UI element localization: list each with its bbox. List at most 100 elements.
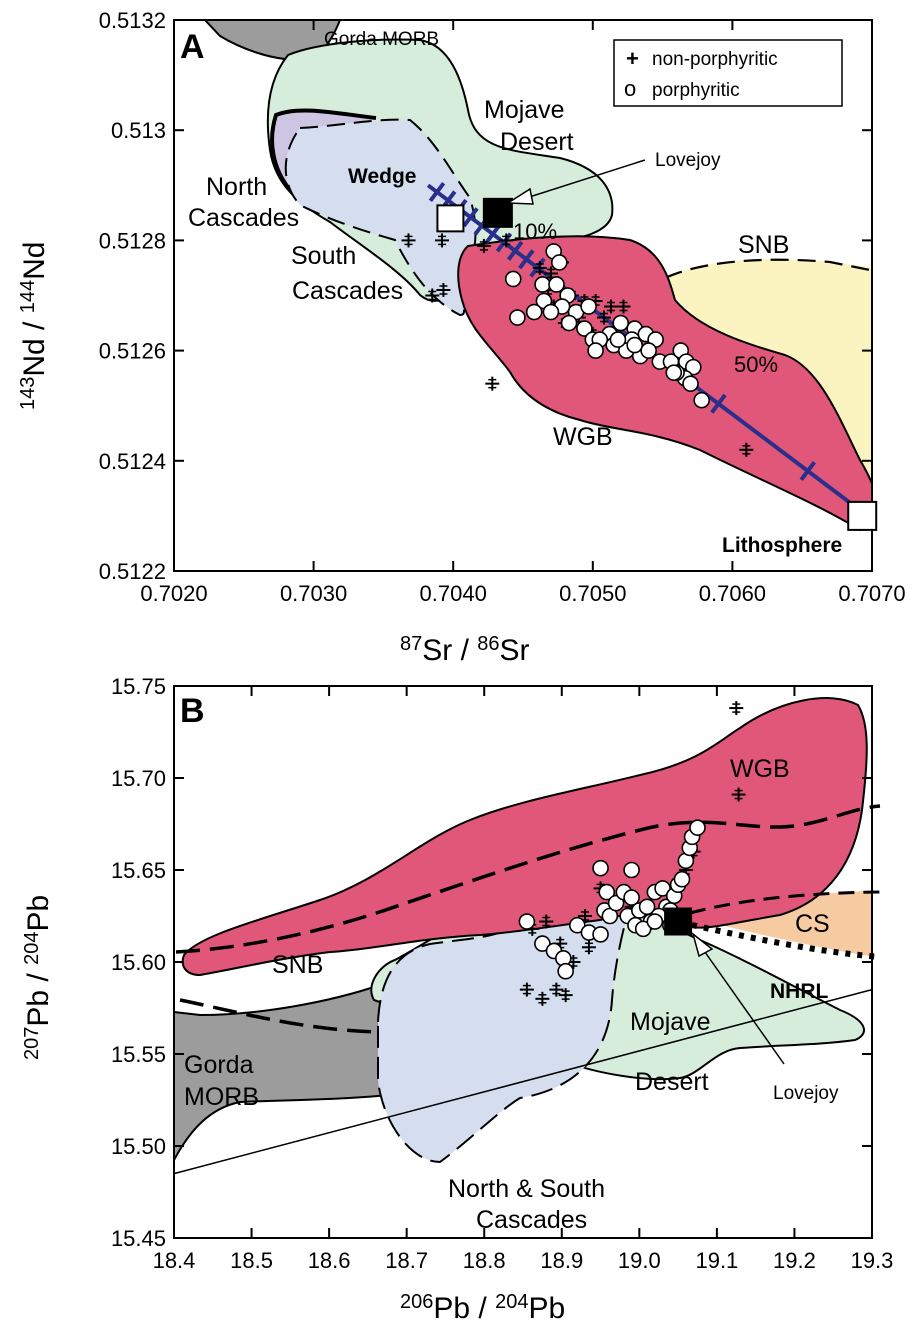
label-lovejoy: Lovejoy bbox=[773, 1083, 839, 1104]
y-tick-label: 15.65 bbox=[111, 858, 166, 883]
x-tick-label: 0.7030 bbox=[280, 581, 347, 606]
label-cs: CS bbox=[795, 910, 830, 938]
porphyritic-point bbox=[542, 303, 560, 321]
label-north: North bbox=[206, 173, 267, 201]
x-title-base1: Sr / bbox=[422, 634, 477, 667]
x-tick-label: 0.7050 bbox=[559, 581, 626, 606]
porphyritic-point bbox=[623, 861, 640, 879]
x-title-base2: Sr bbox=[500, 634, 530, 667]
x-tick-label: 0.7060 bbox=[699, 581, 766, 606]
lovejoy-arrow-head bbox=[505, 187, 534, 205]
label-10-percent: 10% bbox=[513, 219, 557, 244]
porphyritic-point bbox=[598, 883, 616, 901]
legend-box bbox=[613, 39, 843, 107]
porphyritic-point bbox=[580, 298, 597, 315]
y-title-base2: Pb bbox=[22, 895, 55, 932]
x-title-sup2: 86 bbox=[477, 633, 499, 655]
non-porphyritic-point bbox=[729, 701, 744, 716]
panel-a-regions bbox=[203, 20, 872, 532]
label-lithosphere: Lithosphere bbox=[722, 534, 842, 557]
label-north-south-cascades: Cascades bbox=[476, 1206, 587, 1234]
mixing-line-tick bbox=[518, 249, 535, 270]
non-porphyritic-point bbox=[425, 288, 440, 303]
porphyritic-point bbox=[654, 880, 671, 897]
non-porphyritic-point bbox=[581, 940, 596, 955]
non-porphyritic-point bbox=[485, 376, 500, 391]
y-tick-label: 0.513 bbox=[111, 118, 166, 143]
mixing-line-tick bbox=[710, 393, 727, 414]
cs-boundary-dotted bbox=[691, 922, 881, 960]
label-south-cascades: Cascades bbox=[292, 277, 403, 305]
x-tick-label: 19.0 bbox=[618, 1248, 661, 1273]
non-porphyritic-point bbox=[596, 310, 611, 325]
porphyritic-point bbox=[592, 859, 609, 877]
porphyritic-point bbox=[518, 913, 536, 930]
snb-boundary-lower bbox=[179, 998, 379, 1034]
non-porphyritic-point bbox=[616, 299, 631, 314]
label-mojave: Mojave bbox=[484, 96, 565, 124]
mixing-line-tick bbox=[799, 461, 816, 481]
panel-a-letter: A bbox=[180, 28, 205, 66]
non-porphyritic-point bbox=[558, 988, 573, 1003]
panel-b-y-axis-title: 207Pb / 204Pb bbox=[21, 895, 55, 1060]
porphyritic-point bbox=[623, 889, 640, 906]
snb-boundary-upper bbox=[175, 804, 881, 954]
x-tick-label: 0.7020 bbox=[140, 581, 207, 606]
x-title-sup1: 87 bbox=[400, 633, 422, 655]
non-porphyritic-point bbox=[543, 266, 558, 281]
porphyritic-point bbox=[568, 916, 586, 934]
region-north-cascades-boundary bbox=[270, 108, 377, 192]
y-tick-label: 15.75 bbox=[111, 674, 166, 699]
porphyritic-point bbox=[550, 254, 568, 271]
x-tick-label: 18.7 bbox=[385, 1248, 428, 1273]
label-nhrl: NHRL bbox=[770, 980, 828, 1003]
porphyritic-point bbox=[612, 314, 630, 332]
label-wgb: WGB bbox=[730, 755, 790, 783]
region-snb-boundary bbox=[664, 258, 871, 280]
region-south-cascades-boundary bbox=[284, 118, 477, 317]
porphyritic-point bbox=[673, 870, 691, 888]
non-porphyritic-point bbox=[436, 282, 451, 297]
lithosphere-marker bbox=[847, 500, 878, 531]
porphyritic-point bbox=[665, 364, 683, 381]
mixing-line-tick bbox=[462, 207, 479, 228]
label-wedge: Wedge bbox=[348, 165, 416, 188]
porphyritic-point bbox=[534, 276, 551, 293]
panel-b-porphyritic-points bbox=[518, 819, 706, 980]
x-tick-label: 19.3 bbox=[851, 1248, 894, 1273]
y-title-sup1: 207 bbox=[21, 1027, 43, 1060]
lovejoy-arrow-line bbox=[699, 944, 785, 1065]
label-gorda-morb: MORB bbox=[184, 1083, 259, 1111]
label-lovejoy: Lovejoy bbox=[655, 150, 721, 171]
label-gorda: Gorda bbox=[184, 1051, 254, 1079]
non-porphyritic-point bbox=[739, 442, 754, 457]
label-north-cascades: Cascades bbox=[188, 204, 299, 232]
porphyritic-point bbox=[534, 935, 551, 952]
panel-b-x-axis-title: 206Pb / 204Pb bbox=[400, 1291, 565, 1325]
y-tick-label: 0.5128 bbox=[99, 228, 166, 253]
non-porphyritic-point bbox=[532, 260, 547, 275]
legend-label-non-porphyritic: non-porphyritic bbox=[652, 49, 778, 70]
wedge-marker bbox=[436, 204, 465, 233]
panel-b-letter: B bbox=[180, 692, 205, 730]
lovejoy-arrow-head bbox=[691, 932, 714, 958]
porphyritic-point bbox=[557, 962, 574, 980]
y-tick-label: 0.5126 bbox=[99, 339, 166, 364]
y-tick-label: 0.5122 bbox=[99, 559, 166, 584]
x-title-base2: Pb bbox=[528, 1292, 565, 1325]
y-tick-label: 0.5132 bbox=[99, 8, 166, 33]
x-tick-label: 18.4 bbox=[153, 1248, 196, 1273]
panel-a-y-axis-title: 143Nd / 144Nd bbox=[17, 242, 51, 410]
x-tick-label: 18.6 bbox=[308, 1248, 351, 1273]
porphyritic-point bbox=[609, 331, 627, 348]
porphyritic-point bbox=[607, 894, 625, 912]
y-tick-label: 15.45 bbox=[111, 1226, 166, 1251]
non-porphyritic-point bbox=[401, 233, 416, 248]
x-tick-label: 18.5 bbox=[230, 1248, 273, 1273]
porphyritic-point bbox=[587, 342, 604, 359]
y-title-sup1: 143 bbox=[17, 377, 39, 410]
